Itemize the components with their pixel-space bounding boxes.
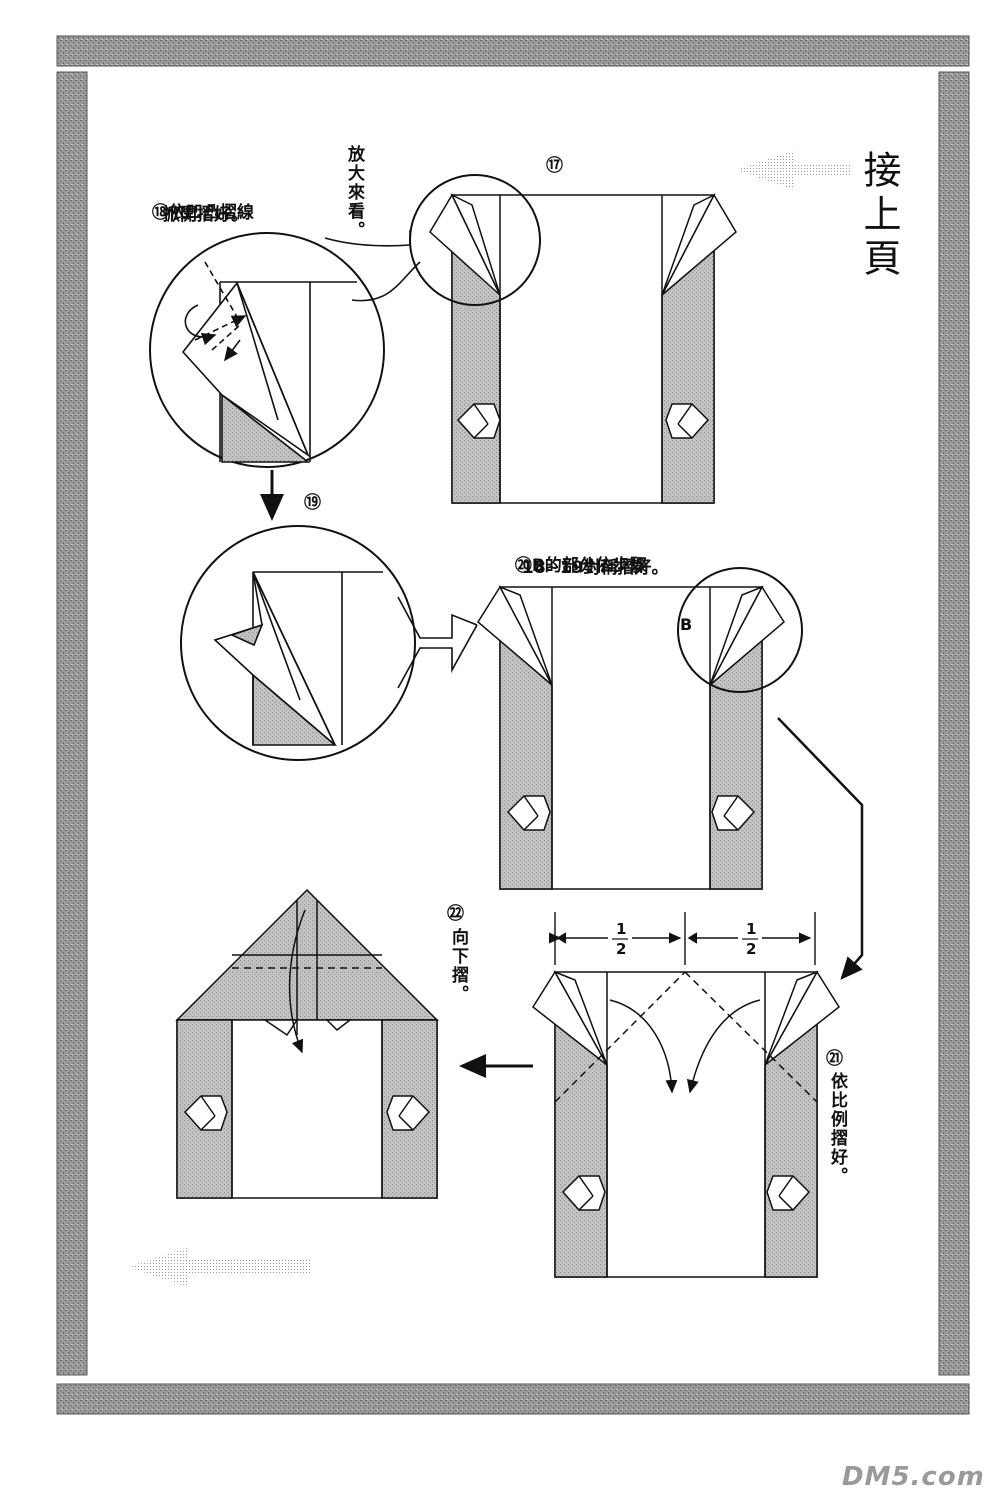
step20-lock-right: [711, 795, 756, 831]
step18-line2: 掀開摺好。: [163, 205, 248, 225]
step21-model: [532, 970, 840, 1278]
step20-marker-b: B: [680, 615, 692, 634]
step20-instruction: ⑳B的部分依步驟: [503, 533, 647, 577]
step20-model: [477, 567, 803, 890]
step20-line1: B的部分依步驟: [531, 556, 647, 576]
step17-lock-left: [456, 403, 501, 439]
step22-instruction: 向下摺。: [448, 928, 468, 1004]
step18-line1: 依凹凸摺線: [168, 203, 254, 223]
step21-fraction-left: 1 2: [612, 920, 628, 958]
step22-lock-right: [386, 1095, 431, 1131]
frame-bottom: [56, 1383, 970, 1415]
step21-instruction: 依比例摺好。: [827, 1072, 847, 1186]
step19-number: ⑲: [304, 493, 321, 513]
step20-line2: 18~19對稱摺好。: [522, 558, 669, 578]
step20-number: ⑳: [514, 556, 532, 576]
next-page-arrow-icon: [128, 1247, 310, 1287]
step17-lock-right: [665, 403, 710, 439]
step22-number: ㉒: [447, 904, 464, 924]
step21-dimension: [548, 912, 816, 965]
step22-lock-left: [183, 1095, 228, 1131]
svg-text:1: 1: [746, 920, 756, 938]
step22-model: [175, 888, 439, 1199]
step19-zoom: [180, 525, 478, 761]
step17-model: [409, 174, 737, 504]
zoom-note: 放大來看。: [344, 145, 364, 240]
svg-text:1: 1: [616, 920, 626, 938]
frame-top: [56, 35, 970, 67]
step18-number: ⑱: [151, 203, 169, 223]
continue-arrow-icon: [735, 150, 850, 190]
step21-number: ㉑: [826, 1049, 843, 1069]
step21-lock-right: [766, 1175, 811, 1211]
arrow-20-to-21: [777, 717, 864, 980]
continue-label: 接上頁: [857, 150, 901, 282]
step20-lock-left: [506, 795, 551, 831]
svg-text:2: 2: [616, 940, 626, 958]
frame-right: [938, 71, 970, 1376]
svg-text:2: 2: [746, 940, 756, 958]
step17-number: ⑰: [546, 156, 563, 176]
step18-instruction: ⑱依凹凸摺線: [140, 180, 254, 224]
step18-zoom: [149, 230, 421, 468]
watermark-logo: DM5.com: [842, 1462, 985, 1492]
step21-fraction-right: 1 2: [742, 920, 758, 958]
frame-left: [56, 71, 88, 1376]
step21-lock-left: [561, 1175, 606, 1211]
